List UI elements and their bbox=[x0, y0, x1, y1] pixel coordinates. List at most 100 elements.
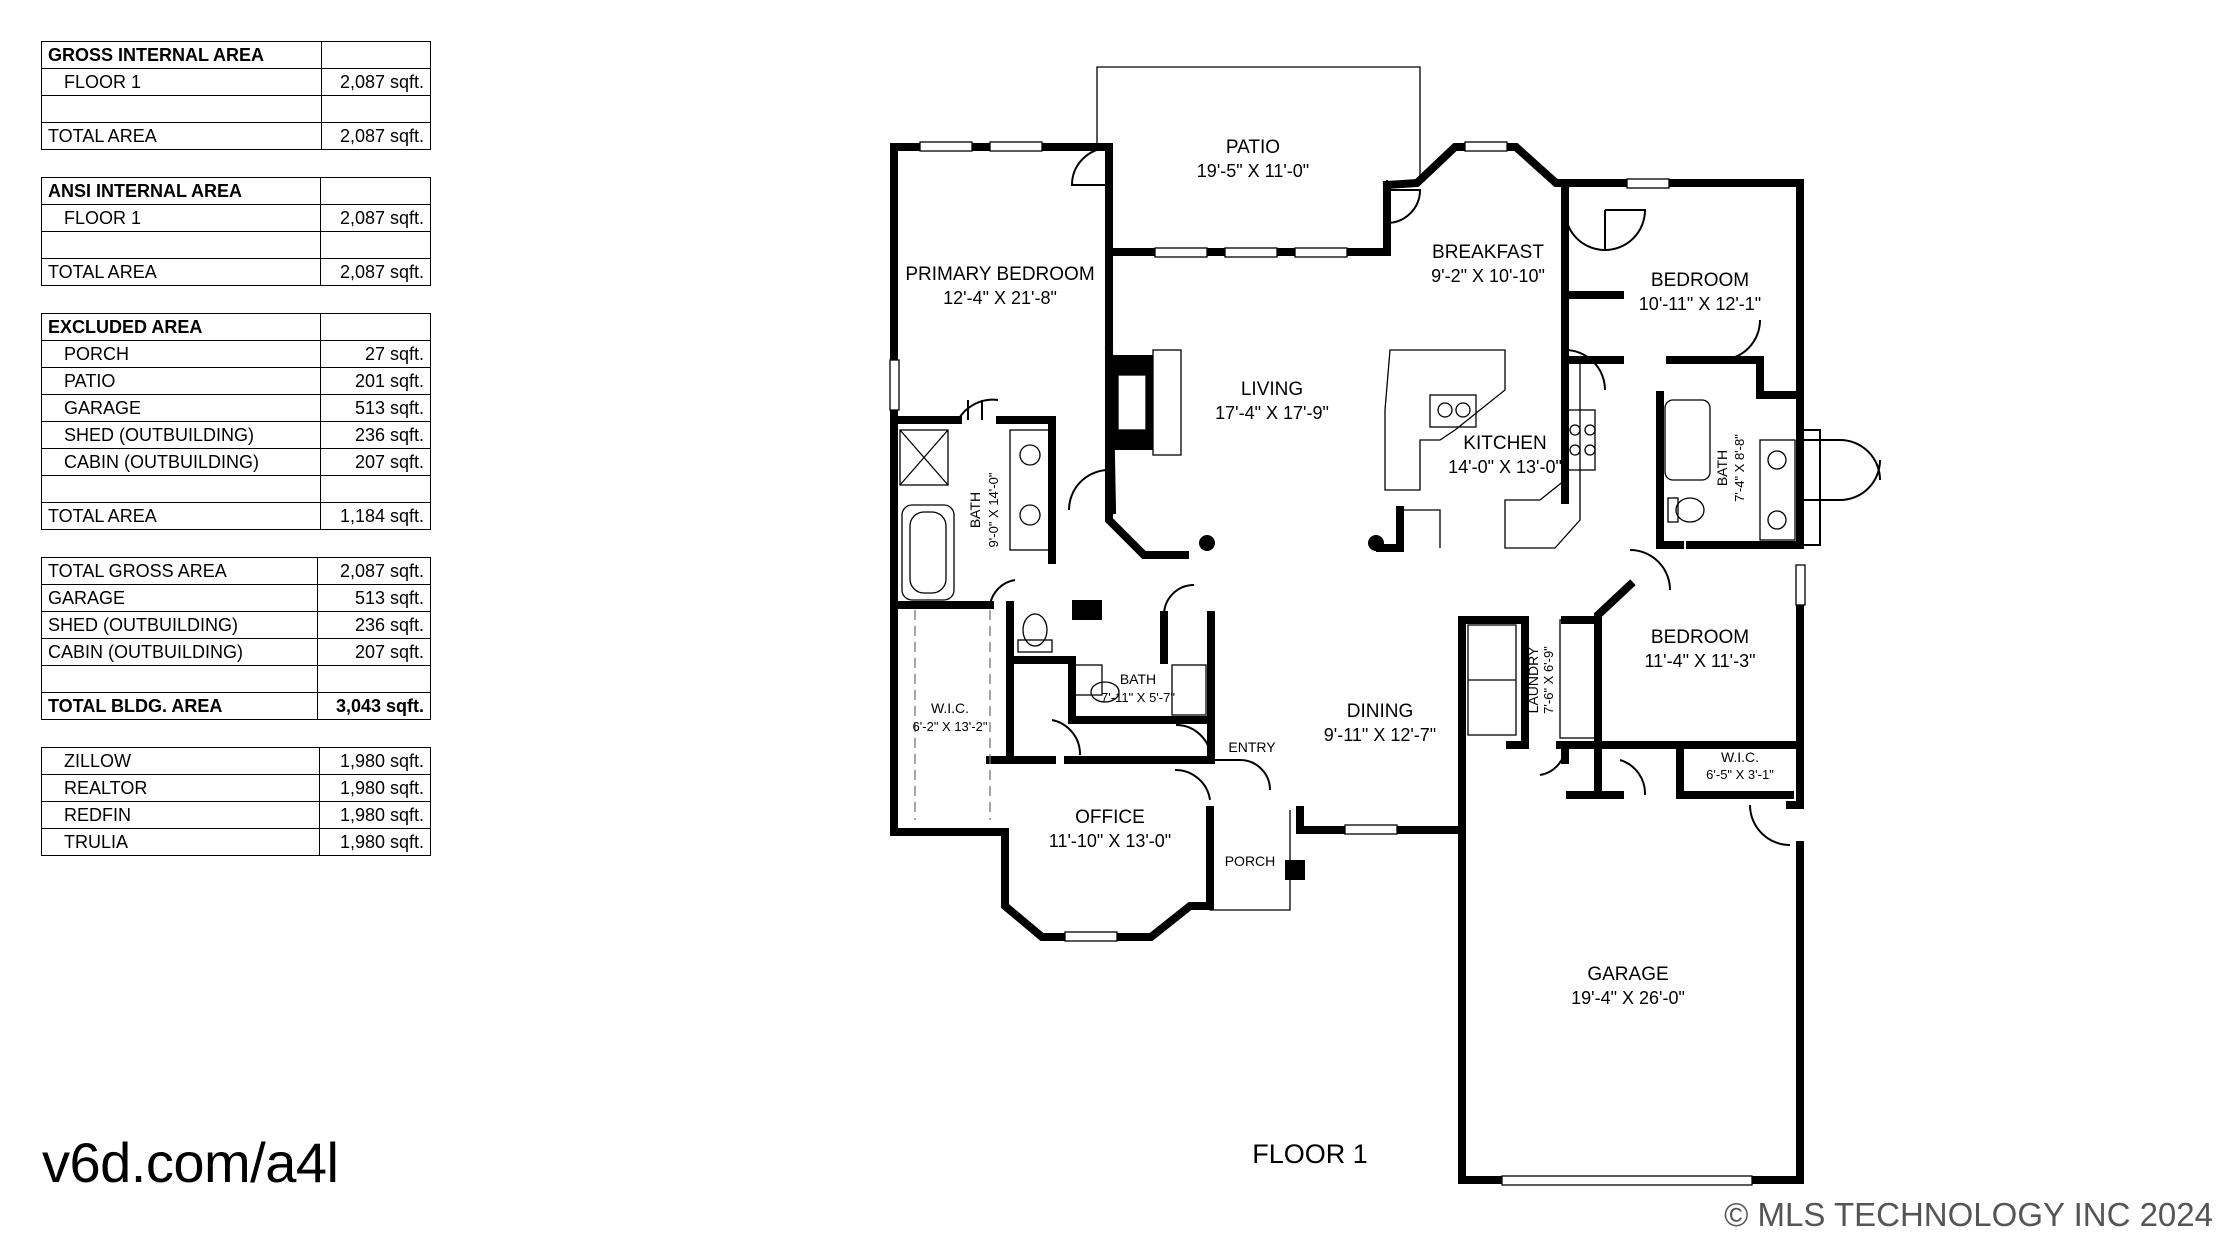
laundry-label: LAUNDRY bbox=[1525, 646, 1541, 713]
bedroom-2-dimensions: 11'-4" X 11'-3" bbox=[1644, 651, 1755, 671]
area-value: 1,184 sqft. bbox=[320, 502, 431, 530]
area-value: 1,980 sqft. bbox=[318, 828, 432, 856]
area-label: REDFIN bbox=[41, 801, 320, 829]
area-table-row: EXCLUDED AREA bbox=[40, 313, 431, 341]
windows bbox=[889, 141, 1806, 1186]
area-table-row: GROSS INTERNAL AREA bbox=[41, 41, 432, 69]
area-value bbox=[319, 231, 432, 259]
entry-label: ENTRY bbox=[1228, 739, 1276, 755]
area-table-row bbox=[41, 95, 432, 123]
primary-bedroom-dimensions: 12'-4" X 21'-8" bbox=[943, 288, 1057, 308]
area-value bbox=[317, 665, 431, 693]
dining-dimensions: 9'-11" X 12'-7" bbox=[1324, 725, 1436, 745]
copyright-notice: © MLS TECHNOLOGY INC 2024 bbox=[1724, 1196, 2213, 1233]
primary-bath-label: BATH bbox=[967, 492, 983, 528]
area-value: 236 sqft. bbox=[317, 611, 431, 639]
kitchen-label: KITCHEN bbox=[1463, 433, 1546, 454]
short-url[interactable]: v6d.com/a4l bbox=[42, 1131, 339, 1194]
area-table-row: SHED (OUTBUILDING)236 sqft. bbox=[40, 611, 431, 639]
area-label: EXCLUDED AREA bbox=[40, 313, 322, 341]
area-value: 1,980 sqft. bbox=[318, 774, 432, 802]
patio-outline bbox=[1096, 66, 1421, 252]
breakfast-label: BREAKFAST bbox=[1432, 242, 1544, 263]
living-label: LIVING bbox=[1241, 379, 1303, 400]
office-dimensions: 11'-10" X 13'-0" bbox=[1049, 831, 1171, 851]
living-dimensions: 17'-4" X 17'-9" bbox=[1215, 403, 1329, 423]
right-wic-dimensions: 6'-5" X 3'-1" bbox=[1706, 767, 1774, 782]
fixtures bbox=[899, 349, 1821, 911]
area-value bbox=[320, 41, 432, 69]
area-table-row: CABIN (OUTBUILDING)207 sqft. bbox=[40, 638, 431, 666]
area-label bbox=[40, 475, 322, 503]
dining-label: DINING bbox=[1347, 701, 1414, 722]
garage-label: GARAGE bbox=[1587, 964, 1668, 985]
laundry-dimensions: 7'-6" X 6'-9" bbox=[1541, 646, 1556, 714]
area-label: REALTOR bbox=[41, 774, 320, 802]
area-value: 1,980 sqft. bbox=[318, 747, 432, 775]
doors bbox=[957, 147, 1881, 846]
area-label: CABIN (OUTBUILDING) bbox=[40, 448, 322, 476]
right-wic-label: W.I.C. bbox=[1721, 749, 1759, 765]
area-label: TOTAL BLDG. AREA bbox=[40, 692, 319, 720]
patio-dimensions: 19'-5" X 11'-0" bbox=[1197, 161, 1309, 181]
primary-bedroom-label: PRIMARY BEDROOM bbox=[905, 264, 1094, 285]
area-label: PORCH bbox=[40, 340, 322, 368]
area-value: 2,087 sqft. bbox=[320, 68, 432, 96]
area-table-row: CABIN (OUTBUILDING)207 sqft. bbox=[40, 448, 431, 476]
area-value: 2,087 sqft. bbox=[317, 557, 431, 585]
office-label: OFFICE bbox=[1075, 807, 1145, 828]
area-label: SHED (OUTBUILDING) bbox=[40, 421, 322, 449]
hall-bath-dimensions: 7'-11" X 5'-7" bbox=[1101, 690, 1175, 705]
area-value: 3,043 sqft. bbox=[317, 692, 431, 720]
area-value: 1,980 sqft. bbox=[318, 801, 432, 829]
area-value bbox=[320, 313, 431, 341]
breakfast-dimensions: 9'-2" X 10'-10" bbox=[1431, 266, 1545, 286]
area-label: PATIO bbox=[40, 367, 322, 395]
bedroom-1-label: BEDROOM bbox=[1651, 270, 1749, 291]
area-label: SHED (OUTBUILDING) bbox=[40, 611, 319, 639]
right-bath-dimensions: 7'-4" X 8'-8" bbox=[1732, 434, 1747, 502]
area-value: 207 sqft. bbox=[320, 448, 431, 476]
room-labels: PATIO 19'-5" X 11'-0" PRIMARY BEDROOM 12… bbox=[905, 137, 1774, 1169]
porch-label: PORCH bbox=[1225, 853, 1276, 869]
area-label: FLOOR 1 bbox=[41, 204, 321, 232]
primary-wic-dimensions: 6'-2" X 13'-2" bbox=[913, 719, 988, 734]
area-label: TOTAL AREA bbox=[41, 122, 322, 150]
area-value bbox=[319, 177, 432, 205]
area-table-row bbox=[41, 231, 432, 259]
floor-label: FLOOR 1 bbox=[1252, 1139, 1368, 1169]
bedroom-2-label: BEDROOM bbox=[1651, 627, 1749, 648]
bedroom-1-dimensions: 10'-11" X 12'-1" bbox=[1639, 294, 1761, 314]
garage-dimensions: 19'-4" X 26'-0" bbox=[1571, 988, 1685, 1008]
area-label: ZILLOW bbox=[41, 747, 320, 775]
area-value: 236 sqft. bbox=[320, 421, 431, 449]
area-table-row: SHED (OUTBUILDING)236 sqft. bbox=[40, 421, 431, 449]
primary-wic-label: W.I.C. bbox=[931, 700, 969, 716]
area-table-row: ANSI INTERNAL AREA bbox=[41, 177, 432, 205]
kitchen-dimensions: 14'-0" X 13'-0" bbox=[1448, 457, 1562, 477]
area-label: CABIN (OUTBUILDING) bbox=[40, 638, 319, 666]
hall-bath-label: BATH bbox=[1120, 671, 1156, 687]
area-label: TOTAL AREA bbox=[40, 502, 322, 530]
area-label: TRULIA bbox=[41, 828, 320, 856]
area-value: 513 sqft. bbox=[320, 394, 431, 422]
area-value: 201 sqft. bbox=[320, 367, 431, 395]
area-value: 2,087 sqft. bbox=[320, 122, 432, 150]
area-value: 2,087 sqft. bbox=[319, 258, 432, 286]
patio-label: PATIO bbox=[1226, 137, 1280, 158]
